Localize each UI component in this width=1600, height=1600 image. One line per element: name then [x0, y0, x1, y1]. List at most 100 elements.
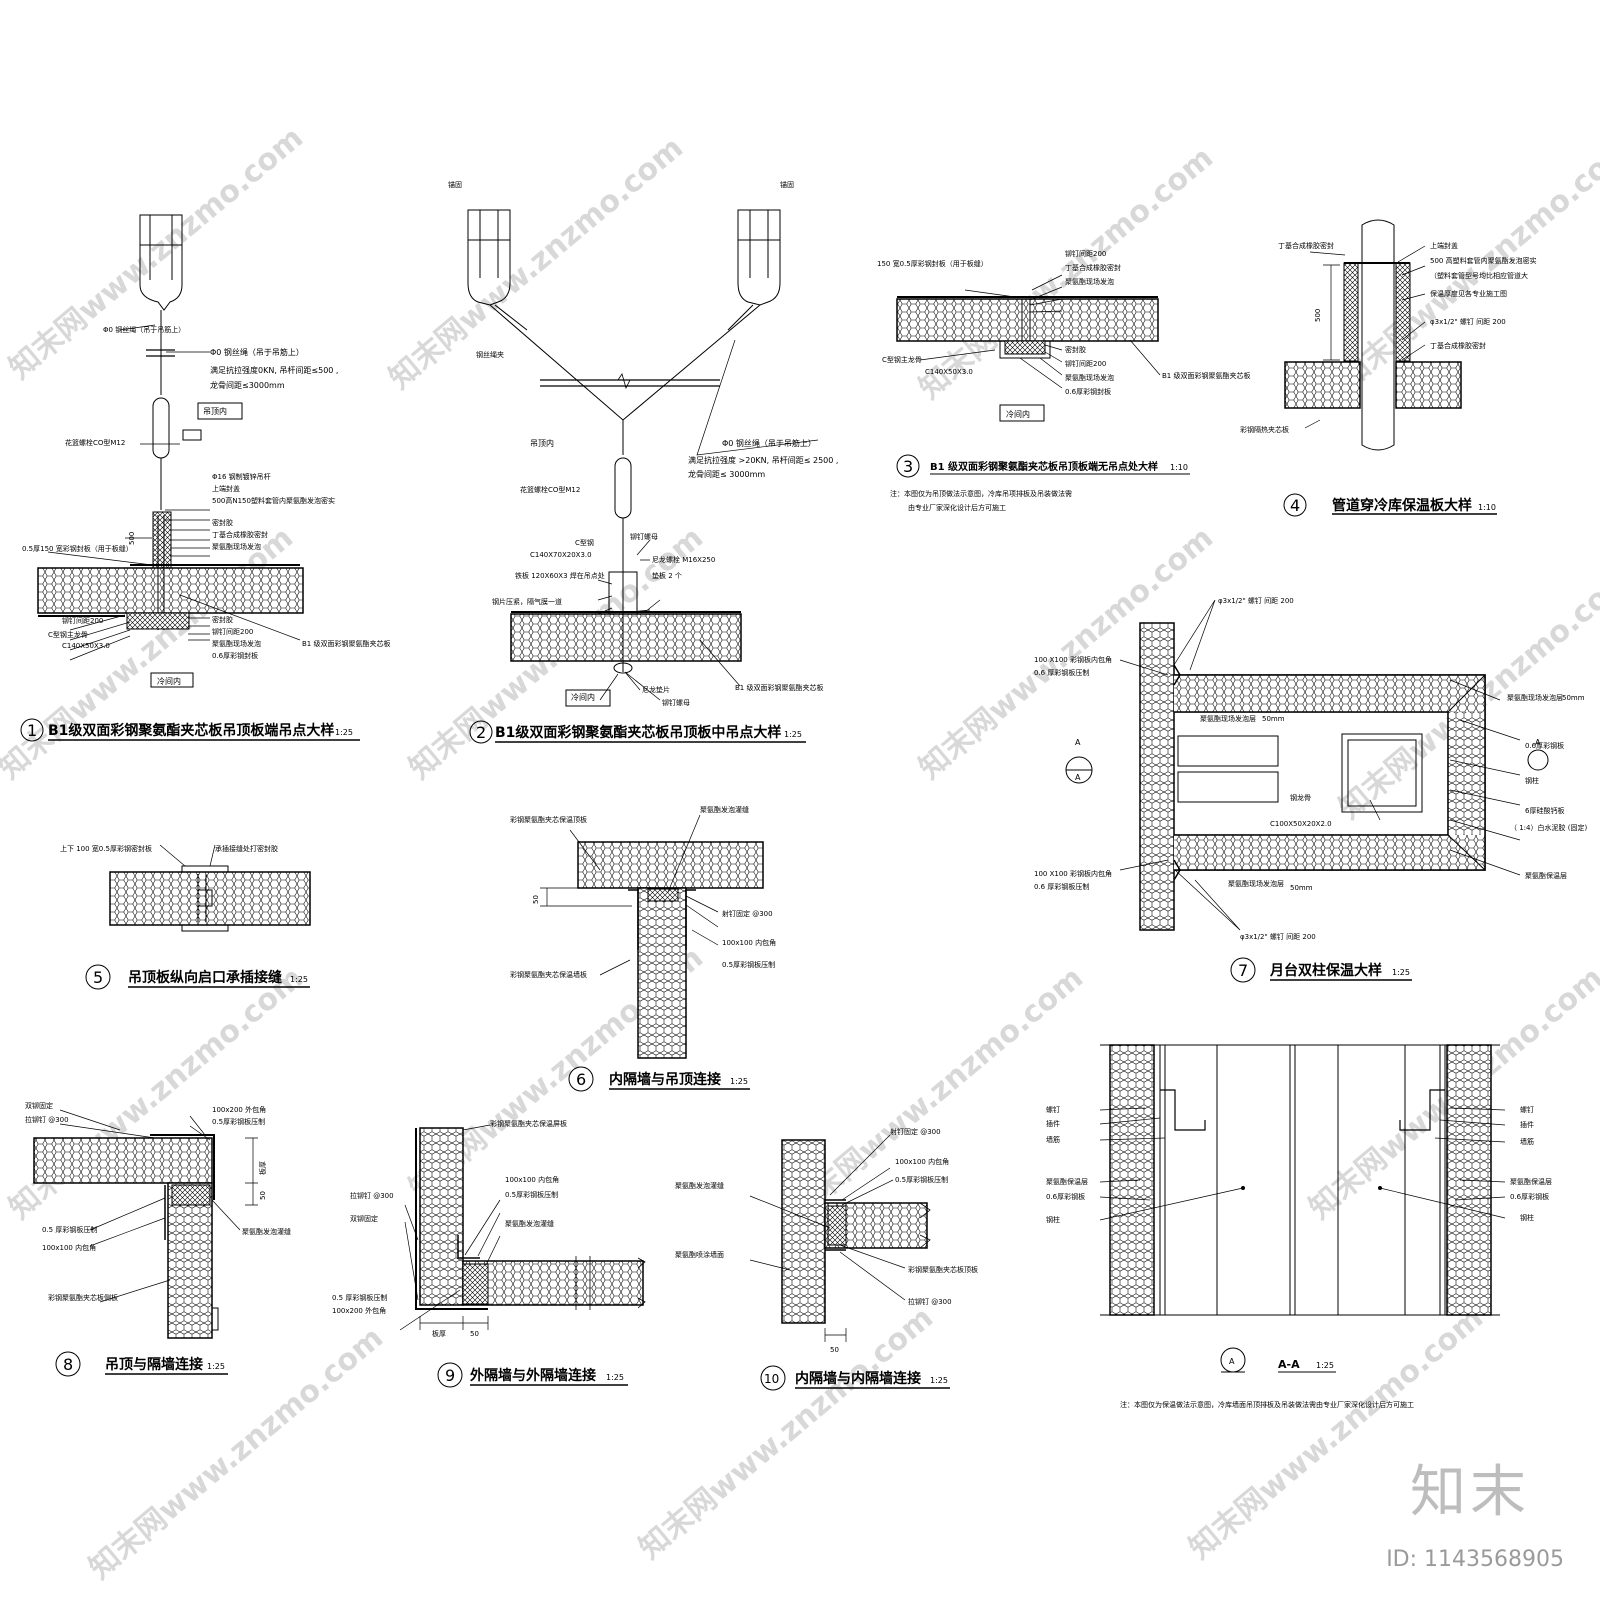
- aa-steel-right: 0.6厚彩钢板: [1510, 1192, 1549, 1201]
- d7-angle-bot: 100 X100 彩钢板内包角: [1034, 869, 1112, 878]
- detail-3: [896, 274, 1161, 422]
- d4-scale: 1:10: [1478, 503, 1496, 512]
- d4-tube2: （塑料套管型号均比相应管道大: [1430, 271, 1528, 280]
- d3-rivet: 铆钉间距200: [1065, 249, 1106, 258]
- d6-foam: 聚氨酯发泡灌缝: [700, 805, 749, 814]
- d8-number-circle: [55, 1351, 81, 1377]
- d7-14: （ 1:4）白水泥胶 (固定): [1510, 823, 1587, 832]
- d3-edge: 150 宽0.5厚彩钢封板（用于板缝）: [877, 259, 988, 268]
- d2-wire-spec: Φ0 钢丝绳（吊于吊筋上）: [722, 438, 816, 448]
- d2-bolt: 尼龙螺栓 M16X250: [652, 555, 715, 564]
- d4-number-circle: [1283, 493, 1307, 517]
- aa-note: 注：本图仅为保温做法示意图，冷库墙面吊顶排板及吊装做法需由专业厂家深化设计后方可…: [1120, 1400, 1414, 1409]
- d2-washer: 垫板 2 个: [652, 571, 682, 580]
- d2-tension: 满足抗拉强度 >20KN, 吊杆间距≤ 2500 ,: [688, 455, 838, 465]
- d3-panel: B1 级双面彩钢聚氨酯夹芯板: [1162, 371, 1250, 380]
- d10-rivet2: 拉铆钉 @300: [908, 1297, 952, 1306]
- d7-50-bot: 50mm: [1290, 884, 1313, 892]
- d10-title: 内隔墙与内隔墙连接: [795, 1370, 921, 1387]
- d2-ceiling-in: 吊顶内: [530, 438, 554, 448]
- d6-title: 内隔墙与吊顶连接: [609, 1071, 721, 1088]
- d2-scale: 1:25: [784, 730, 802, 739]
- d7-screw-bot: φ3x1/2" 螺钉 间距 200: [1240, 932, 1316, 941]
- d7-50-right: 50mm: [1562, 694, 1585, 702]
- d2-turnbuckle: 花篮螺栓CO型M12: [520, 485, 580, 494]
- d3-cold-in: 冷间内: [1006, 409, 1030, 419]
- brand-logo: 知末: [1410, 1460, 1530, 1525]
- d9-fix: 双铆固定: [350, 1214, 378, 1223]
- d3-number: 3: [903, 457, 913, 476]
- d9-wrap: 100x200 外包角: [332, 1306, 386, 1315]
- d5-top: 上下 100 宽0.5厚彩钢密封板: [60, 844, 152, 853]
- svg-text:知末网www.znzmo.com: 知末网www.znzmo.com: [783, 960, 1090, 1226]
- detail-4: [1284, 219, 1462, 451]
- aa-col-right: 钢柱: [1520, 1213, 1534, 1222]
- d4-title: 管道穿冷库保温板大样: [1332, 497, 1472, 514]
- d1-foam2: 聚氨酯现场发泡: [212, 639, 261, 648]
- detail-1-labels: Φ0 钢丝绳（吊于吊筋上） Φ0 钢丝绳（吊于吊筋上） 满足抗拉强度0KN, 吊…: [20, 325, 390, 742]
- d7-tube: 钢龙骨: [1290, 793, 1311, 802]
- d1-cold-in: 冷间内: [157, 676, 181, 686]
- d9-title: 外隔墙与外隔墙连接: [470, 1367, 596, 1384]
- d4-screw: φ3x1/2" 螺钉 间距 200: [1430, 317, 1506, 326]
- d7-col: 钢柱: [1525, 776, 1539, 785]
- d7-section-mark-left: A: [1075, 738, 1081, 747]
- d9-scale: 1:25: [606, 1373, 624, 1382]
- d6-panel: 彩钢聚氨酯夹芯保温顶板: [510, 815, 587, 824]
- aa-col-left: 钢柱: [1046, 1215, 1060, 1224]
- d1-scale: 1:25: [335, 728, 353, 737]
- d7-6: 6厚硅酸钙板: [1525, 806, 1564, 815]
- d5-scale: 1:25: [290, 975, 308, 984]
- d7-pu: 聚氨酯保温层: [1525, 871, 1567, 880]
- d8-steel: 0.5厚彩钢板压制: [212, 1117, 265, 1126]
- aa-title: A-A: [1278, 1358, 1300, 1371]
- detail-10: [749, 1134, 931, 1342]
- d3-note-b: 由专业厂家深化设计后方可施工: [908, 503, 1006, 512]
- detail-7: [1119, 599, 1521, 931]
- d3-scale: 1:10: [1170, 463, 1188, 472]
- d2-number-circle: [469, 720, 493, 744]
- aa-pu-right: 聚氨酯保温层: [1510, 1177, 1552, 1186]
- d7-section-mark-right: A: [1535, 738, 1541, 747]
- d9-number-circle: [437, 1362, 463, 1388]
- d4-dim: 500: [1314, 309, 1322, 322]
- detail-5: [109, 844, 311, 932]
- svg-text:知末网www.znzmo.com: 知末网www.znzmo.com: [3, 120, 310, 386]
- d8-dim: 50: [259, 1191, 267, 1200]
- d5-title: 吊顶板纵向启口承插接缝: [128, 969, 282, 986]
- d8-angle: 100x100 内包角: [42, 1243, 96, 1252]
- d2-panel: B1 级双面彩钢聚氨酯夹芯板: [735, 683, 823, 692]
- d9-steel2: 0.5 厚彩钢板压制: [332, 1293, 387, 1302]
- d4-panel: 彩钢隔热夹芯板: [1240, 425, 1289, 434]
- section-aa-labels: 螺钉 插件 墙筋 聚氨酯保温层 0.6厚彩钢板 钢柱 螺钉 插件 墙筋 聚氨酯保…: [1046, 1105, 1552, 1409]
- d2-plate: 铁板 120X60X3 焊在吊点处: [515, 571, 605, 580]
- svg-text:知末网www.znzmo.com: 知末网www.znzmo.com: [3, 960, 310, 1226]
- d1-tension: 满足抗拉强度0KN, 吊杆间距≤500 ,: [210, 365, 338, 375]
- detail-8-labels: 双铆固定 拉铆钉 @300 100x200 外包角 0.5厚彩钢板压制 板厚 5…: [25, 1101, 291, 1377]
- d7-steel-bot: 0.6 厚彩钢板压制: [1034, 882, 1089, 891]
- aa-nail-left: 螺钉: [1046, 1105, 1060, 1114]
- d2-title: B1级双面彩钢聚氨酯夹芯板吊顶板中吊点大样: [495, 724, 781, 741]
- d3-note-a: 注：本图仅为吊顶做法示意图，冷库吊项排板及吊装做法需: [890, 489, 1072, 498]
- detail-10-labels: 射钉固定 @300 100x100 内包角 0.5厚彩钢板压制 聚氨酯发泡灌缝 …: [675, 1127, 978, 1391]
- detail-9: [399, 1124, 646, 1331]
- d2-number: 2: [476, 723, 486, 742]
- d6-steel: 0.5厚彩钢板压制: [722, 960, 775, 969]
- d3-seal: 密封胶: [1065, 345, 1086, 354]
- d8-scale: 1:25: [207, 1362, 225, 1371]
- detail-6: [540, 814, 764, 1059]
- d1-seal2: 密封胶: [212, 615, 233, 624]
- d2-pad: 尼龙垫片: [642, 685, 670, 694]
- d10-panel: 彩钢聚氨酯夹芯板顶板: [908, 1265, 978, 1274]
- detail-5-labels: 上下 100 宽0.5厚彩钢密封板 承插接缝处打密封胶 5 吊顶板纵向启口承插接…: [60, 844, 310, 990]
- d1-seal: 密封胶: [212, 518, 233, 527]
- d1-tube: 500高N150塑料套管内聚氨酯发泡密实: [212, 496, 335, 505]
- detail-3-labels: 150 宽0.5厚彩钢封板（用于板缝） 铆钉间距200 丁基合成橡胶密封 聚氨酯…: [877, 249, 1250, 512]
- d3-number-circle: [896, 454, 920, 478]
- d1-cap: 上端封盖: [212, 484, 240, 493]
- d9-foam: 聚氨酯发泡灌缝: [505, 1219, 554, 1228]
- d9-panel: 彩钢聚氨酯夹芯保温屏板: [490, 1119, 567, 1128]
- d9-steel: 0.5厚彩钢板压制: [505, 1190, 558, 1199]
- aa-pu-left: 聚氨酯保温层: [1046, 1177, 1088, 1186]
